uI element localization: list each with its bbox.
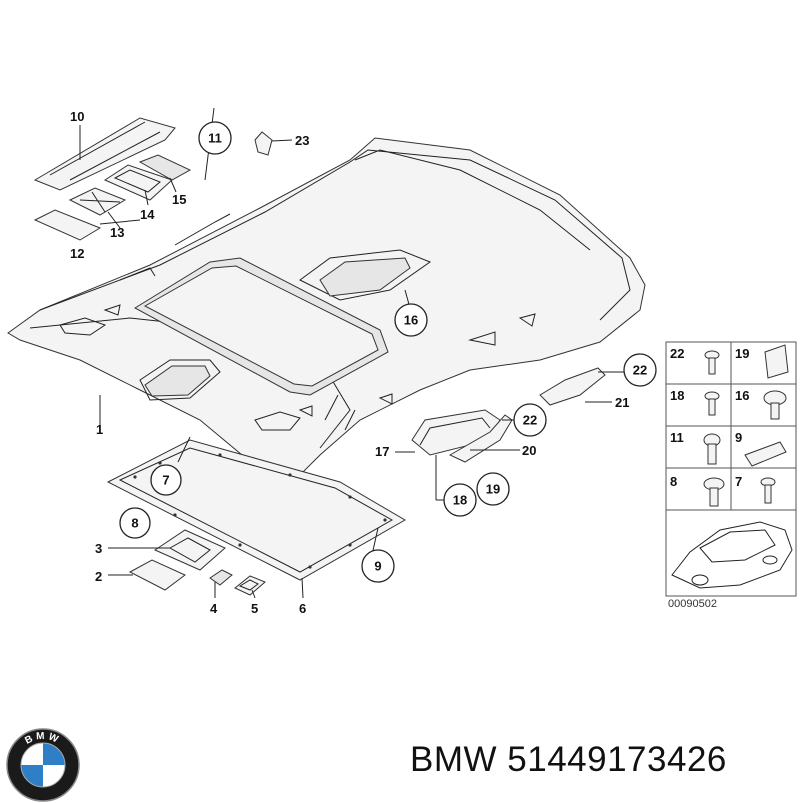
part-10-bracket (33, 117, 176, 191)
callout-19: 19 (476, 472, 510, 506)
callout-11: 11 (198, 121, 232, 155)
label-1: 1 (96, 422, 103, 437)
label-2: 2 (95, 569, 102, 584)
grid-cell-9: 9 (735, 430, 787, 467)
part-4-switch (209, 569, 233, 586)
label-6: 6 (299, 601, 306, 616)
grid-cell-11: 11 (670, 430, 721, 465)
bmw-logo: BMW (6, 728, 80, 802)
svg-text:11: 11 (208, 131, 222, 146)
label-23: 23 (295, 133, 309, 148)
svg-text:22: 22 (633, 363, 647, 378)
label-10: 10 (70, 109, 84, 124)
callout-9: 9 (361, 549, 395, 583)
document-code: 00090502 (668, 598, 717, 610)
grid-cell-16: 16 (735, 388, 787, 420)
svg-text:8: 8 (131, 516, 138, 531)
part-5-lamp (234, 575, 266, 596)
part-12-lid (33, 209, 102, 241)
label-4: 4 (210, 601, 218, 616)
callout-7: 7 (150, 464, 182, 496)
label-5: 5 (251, 601, 258, 616)
svg-text:BMW: BMW (23, 731, 62, 747)
part-14-module (103, 164, 173, 201)
label-21: 21 (615, 395, 629, 410)
svg-text:9: 9 (374, 559, 381, 574)
svg-text:7: 7 (162, 473, 169, 488)
label-15: 15 (172, 192, 186, 207)
svg-text:9: 9 (735, 430, 742, 445)
car-silhouette (671, 521, 793, 589)
svg-text:16: 16 (735, 388, 749, 403)
grid-cell-8: 8 (670, 474, 725, 507)
label-17: 17 (375, 444, 389, 459)
part-21-bracket (539, 367, 606, 406)
label-12: 12 (70, 246, 84, 261)
svg-text:22: 22 (523, 413, 537, 428)
label-20: 20 (522, 443, 536, 458)
label-14: 14 (140, 207, 155, 222)
part-number-heading: BMW 51449173426 (410, 740, 727, 779)
svg-text:18: 18 (670, 388, 684, 403)
svg-text:8: 8 (670, 474, 677, 489)
grid-cell-22: 22 (670, 346, 720, 375)
label-3: 3 (95, 541, 102, 556)
part-3-lamp-housing (153, 529, 226, 571)
callout-8: 8 (119, 507, 151, 539)
fastener-grid: 22 19 18 16 11 9 8 (665, 341, 797, 597)
svg-text:11: 11 (670, 430, 684, 445)
grid-cell-7: 7 (735, 474, 776, 504)
grid-cell-18: 18 (670, 388, 720, 416)
sunroof-frame-panel (106, 439, 406, 581)
callout-22-lower: 22 (513, 403, 547, 437)
part-13-frame (68, 187, 127, 216)
part-23-clip (254, 131, 273, 156)
svg-text:19: 19 (735, 346, 749, 361)
part-number-labels: 1 2 3 4 5 6 10 12 13 14 15 17 20 21 23 (70, 109, 629, 616)
callout-22-upper: 22 (623, 353, 657, 387)
svg-text:16: 16 (404, 313, 418, 328)
svg-text:19: 19 (486, 482, 500, 497)
part-15-cover (138, 154, 192, 181)
callout-18: 18 (443, 483, 477, 517)
headliner-panel (7, 137, 646, 481)
svg-text:22: 22 (670, 346, 684, 361)
label-13: 13 (110, 225, 124, 240)
grid-cell-19: 19 (735, 344, 789, 379)
callout-16: 16 (394, 303, 428, 337)
svg-text:7: 7 (735, 474, 742, 489)
part-2-lens (128, 559, 186, 591)
svg-text:18: 18 (453, 493, 467, 508)
